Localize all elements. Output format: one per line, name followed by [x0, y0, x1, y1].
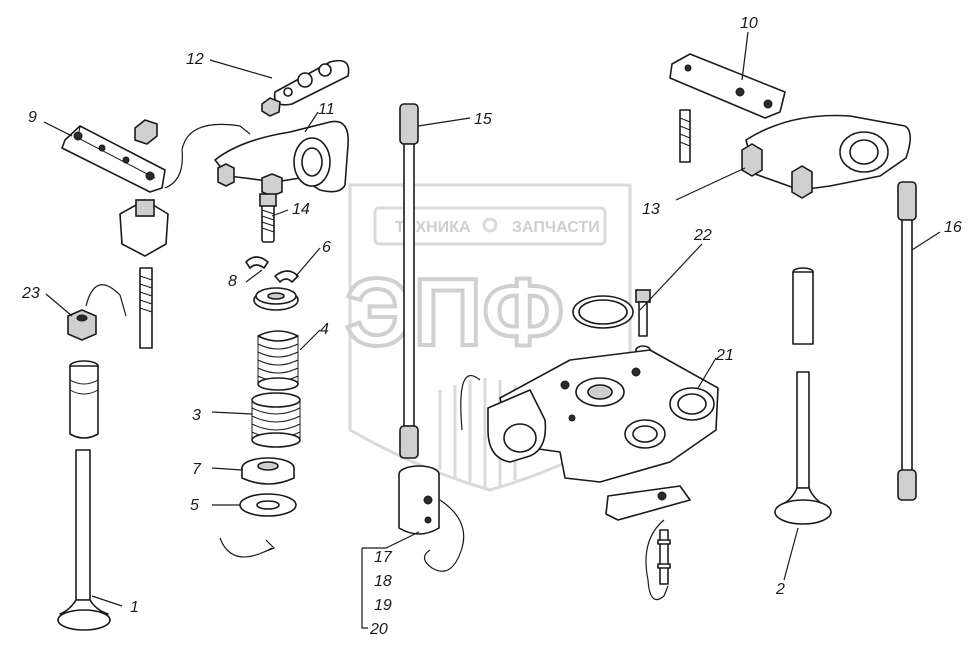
part-21-housing	[487, 349, 719, 521]
callout-18: 18	[374, 573, 392, 590]
watermark: ТЕХНИКА ЗАПЧАСТИ ЭПФ	[343, 183, 632, 492]
part-2-valve	[774, 371, 832, 525]
callout-9: 9	[28, 109, 37, 126]
gear-icon	[482, 217, 498, 233]
part-15-pushrod	[399, 103, 419, 459]
callout-19: 19	[374, 597, 392, 614]
part-14-screw	[259, 193, 277, 243]
callout-11: 11	[318, 101, 335, 118]
callout-labels: 1 2 3 4 5 6 7 8 9 10 11 12 13 14 15 16 1…	[21, 15, 962, 638]
part-13-rocker	[741, 114, 912, 199]
callout-20: 20	[369, 621, 388, 638]
callout-8: 8	[228, 273, 237, 290]
callout-4: 4	[320, 321, 329, 338]
part-8-keepers	[245, 256, 299, 283]
callout-13: 13	[642, 201, 660, 218]
adjuster-block	[119, 199, 169, 349]
leader-17-loop	[423, 499, 465, 572]
part-10-bracket	[669, 53, 786, 119]
part-3-spring-inner	[251, 392, 301, 448]
watermark-brand-right: ЗАПЧАСТИ	[512, 219, 600, 236]
part-6-cap	[253, 287, 299, 311]
part-9-bracket	[61, 119, 166, 193]
part-22-ring	[572, 295, 634, 329]
leader-lines	[43, 31, 941, 607]
callout-14: 14	[292, 201, 310, 218]
callout-23: 23	[21, 285, 40, 302]
callout-2: 2	[775, 581, 785, 598]
callout-1: 1	[130, 599, 139, 616]
part-7-washer	[241, 457, 295, 485]
callout-3: 3	[192, 407, 201, 424]
leader-17-20	[361, 531, 420, 629]
valve-guide-right	[792, 267, 814, 345]
part-5-washer	[239, 493, 297, 517]
part-17-tappet	[398, 465, 440, 535]
part-11-rocker	[214, 120, 349, 197]
callout-17: 17	[374, 549, 393, 566]
watermark-logo: ЭПФ	[345, 259, 564, 366]
callout-21: 21	[715, 347, 734, 364]
leader-23-arrow	[85, 284, 127, 317]
part-23-nut	[67, 309, 97, 341]
callout-10: 10	[740, 15, 758, 32]
callout-5: 5	[190, 497, 199, 514]
watermark-banner	[373, 206, 607, 246]
part-1-valve	[57, 449, 111, 631]
part-22-bolt	[635, 289, 651, 355]
callout-15: 15	[474, 111, 492, 128]
leader-loop-21	[460, 375, 481, 431]
part-21-bolts	[657, 529, 671, 585]
valve-guide-left	[69, 360, 99, 439]
leader-21-loop	[645, 519, 669, 601]
part-4-spring-outer	[257, 330, 299, 391]
callout-6: 6	[322, 239, 331, 256]
callout-7: 7	[192, 461, 202, 478]
callout-22: 22	[693, 227, 712, 244]
part-16-pushrod	[897, 181, 917, 501]
watermark-stripes	[438, 378, 517, 490]
callout-16: 16	[944, 219, 962, 236]
stud-right	[679, 109, 691, 163]
part-12-plate	[261, 59, 350, 117]
leader-5-arrow	[219, 537, 276, 558]
callout-12: 12	[186, 51, 204, 68]
leader-9-11	[164, 123, 251, 189]
